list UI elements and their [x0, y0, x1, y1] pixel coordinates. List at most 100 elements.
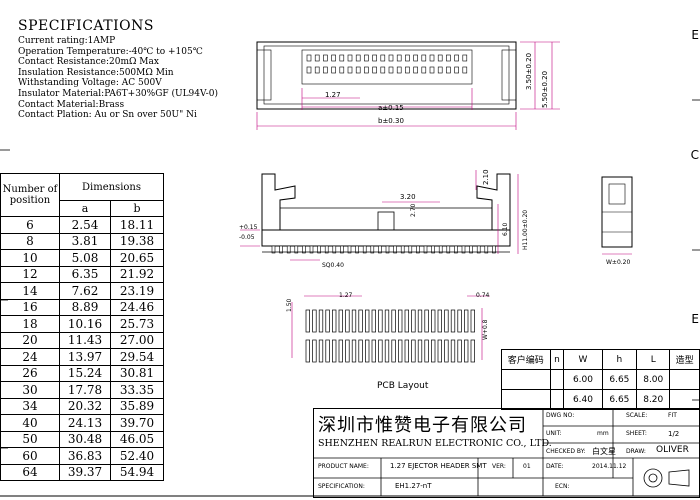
table-cell: 20.32 — [59, 397, 111, 415]
b-header: b — [110, 200, 164, 217]
edge-zone-letter: E — [691, 28, 699, 42]
table-cell: 46.05 — [110, 430, 164, 448]
table-cell: 30.81 — [110, 364, 164, 382]
front-pin — [294, 245, 299, 254]
table-cell: 5.08 — [59, 249, 111, 267]
table-cell: 7.62 — [59, 282, 111, 300]
pcb-pad — [365, 339, 370, 363]
pcb-pad — [424, 309, 429, 333]
top-pin — [314, 66, 320, 74]
table-cell: 60 — [0, 447, 60, 465]
spec-line: Contact Plation: Au or Sn over 50U" Ni — [18, 110, 197, 121]
top-pin — [429, 66, 435, 74]
top-pin — [446, 66, 451, 74]
spec-line: Insulator Material:PA6T+30%GF (UL94V-0) — [18, 88, 218, 99]
pcb-pad — [371, 309, 376, 333]
cust-cell: 6.40 — [563, 389, 603, 410]
top-pin — [421, 54, 427, 62]
pcb-pad — [411, 339, 416, 363]
cust-cell — [549, 389, 565, 410]
company-name-cn: 深圳市惟赞电子有限公司 — [318, 415, 527, 436]
front-pin — [484, 245, 489, 254]
pcb-pad — [398, 339, 403, 363]
edge-zone-letter: E — [691, 312, 699, 326]
pcb-w-label: W+0.8 — [482, 319, 489, 340]
table-cell: 8.89 — [59, 298, 111, 316]
table-cell: 25.73 — [110, 315, 164, 333]
top-pin — [347, 66, 353, 74]
top-pin — [380, 66, 386, 74]
table-cell: 20.65 — [110, 249, 164, 267]
cust-cell — [501, 389, 551, 410]
pcb-pad — [457, 309, 462, 333]
top-pin — [364, 66, 369, 74]
front-pin — [309, 245, 314, 254]
customer-variant-table: 客户编码 n W h L 造型 6.00 6.65 8.00 6.40 6.65… — [501, 349, 700, 410]
pcb-pad — [417, 339, 423, 363]
top-pin — [314, 54, 320, 62]
table-cell: 34 — [0, 397, 60, 415]
spec-line: Insulation Resistance:500MΩ Min — [18, 67, 174, 78]
specifications-title: SPECIFICATIONS — [18, 18, 154, 34]
top-pin — [396, 66, 402, 74]
ecn-label: ECN: — [555, 483, 570, 490]
pcb-pad — [305, 339, 310, 363]
checked-value: 白文星 — [592, 447, 616, 456]
front-pin — [438, 245, 443, 254]
dim-350-label: 3.50±0.20 — [525, 52, 533, 90]
table-cell: 35.89 — [110, 397, 164, 415]
table-cell: 6.35 — [59, 265, 111, 283]
front-view-drawing — [240, 170, 519, 261]
top-pin — [323, 66, 328, 74]
table-cell: 27.00 — [110, 331, 164, 349]
front-pin — [385, 245, 390, 254]
a-header: a — [59, 200, 111, 217]
draw-label: DRAW: — [626, 448, 646, 455]
pcb-pad — [338, 309, 343, 333]
table-cell: 19.38 — [110, 232, 164, 250]
table-cell: 54.94 — [110, 463, 164, 481]
table-cell: 30 — [0, 381, 60, 399]
top-pin — [339, 66, 345, 74]
front-pin — [454, 245, 458, 254]
cust-cell — [669, 389, 700, 410]
pcb-pad — [437, 309, 442, 333]
cust-header: h — [601, 349, 638, 370]
specification-label: SPECIFICATION: — [318, 483, 365, 490]
top-pin — [462, 66, 468, 74]
company-name-en: SHENZHEN REALRUN ELECTRONIC CO., LTD. — [318, 438, 552, 449]
front-pin — [400, 245, 405, 254]
pcb-pad — [398, 309, 403, 333]
sheet-label: SHEET: — [626, 430, 647, 437]
pcb-pad — [338, 339, 343, 363]
table-cell: 16 — [0, 298, 60, 316]
top-pin — [380, 54, 386, 62]
top-pin — [306, 54, 312, 62]
top-pin — [437, 54, 443, 62]
pcb-pad — [444, 309, 449, 333]
scale-label: SCALE: — [626, 412, 648, 419]
pcb-pad — [470, 339, 475, 363]
pcb-pad — [391, 339, 396, 363]
top-pin — [355, 66, 361, 74]
specification-value: EH1.27-nT — [395, 482, 432, 490]
pcb-pad — [417, 309, 423, 333]
top-pin — [372, 54, 377, 62]
table-cell: 12 — [0, 265, 60, 283]
table-cell: 20 — [0, 331, 60, 349]
top-pin — [347, 54, 353, 62]
top-pin — [364, 54, 369, 62]
pcb-pad — [424, 339, 429, 363]
table-cell: 39.70 — [110, 414, 164, 432]
tol-plus-label: +0.15 — [239, 224, 258, 231]
front-pin — [408, 245, 413, 254]
top-pin — [413, 66, 418, 74]
ver-label: VER: — [492, 463, 506, 470]
table-cell: 30.48 — [59, 430, 111, 448]
